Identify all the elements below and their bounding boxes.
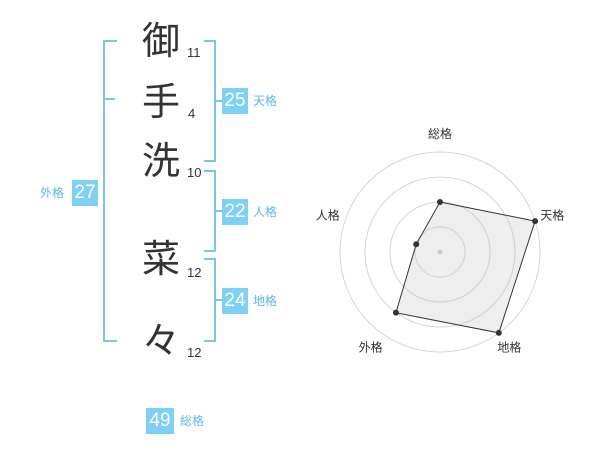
soukaku-label: 総格 (180, 414, 205, 428)
name-char-4: 菜 (142, 237, 181, 281)
radar-ring-4 (339, 151, 541, 353)
stroke-count-2: 4 (188, 106, 196, 121)
radar-axis-label-1: 総格 (428, 126, 452, 141)
tenkaku-value: 25 (222, 88, 248, 114)
radar-point-4 (392, 309, 399, 316)
jinkaku-bracket-tick (214, 210, 222, 212)
tenkaku-bracket-tick (214, 100, 222, 102)
stroke-count-4: 12 (187, 265, 202, 280)
stroke-count-5: 12 (187, 345, 202, 360)
jinkaku-value: 22 (222, 199, 248, 225)
radar-point-2 (532, 218, 539, 225)
gaikaku-bracket (103, 40, 117, 342)
name-char-1: 御 (142, 19, 181, 63)
radar-point-5 (413, 241, 420, 248)
tenkaku-label: 天格 (253, 94, 278, 108)
radar-point-3 (495, 329, 502, 336)
chikaku-value: 24 (222, 288, 248, 314)
chikaku-bracket-tick (214, 299, 222, 301)
radar-ring-3 (364, 176, 516, 328)
radar-axis-label-3: 地格 (497, 339, 521, 354)
radar-axis-label-5: 人格 (316, 208, 340, 223)
jinkaku-label: 人格 (253, 205, 278, 219)
gaikaku-bracket-tick (103, 98, 115, 100)
name-char-2: 手 (142, 80, 181, 124)
radar-center-dot (437, 249, 443, 255)
gaikaku-label: 外格 (40, 186, 65, 200)
gaikaku-value: 27 (72, 180, 98, 206)
radar-axis-label-4: 外格 (359, 339, 383, 354)
radar-point-1 (437, 199, 443, 205)
stroke-count-3: 10 (187, 165, 202, 180)
soukaku-value: 49 (146, 408, 174, 434)
stroke-count-1: 11 (187, 45, 201, 60)
name-char-5: 々 (142, 319, 181, 363)
chikaku-label: 地格 (253, 294, 278, 308)
radar-ring-1 (414, 226, 466, 278)
name-char-3: 洗 (142, 139, 181, 183)
radar-series-polygon (395, 201, 536, 334)
radar-axis-label-2: 天格 (540, 208, 564, 223)
